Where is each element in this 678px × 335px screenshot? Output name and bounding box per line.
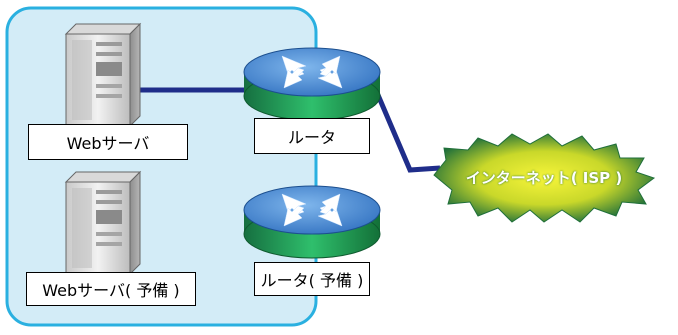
web-server-label: Webサーバ bbox=[28, 124, 188, 160]
internet-label: インターネット( ISP ) bbox=[465, 169, 623, 187]
web-server-backup-label: Webサーバ( 予備 ) bbox=[26, 272, 196, 306]
server-backup-icon bbox=[64, 170, 142, 276]
router-backup-icon bbox=[243, 185, 381, 259]
server-icon bbox=[64, 22, 142, 128]
internet-cloud-icon bbox=[433, 133, 656, 223]
router-icon bbox=[243, 47, 381, 121]
router-backup-label: ルータ( 予備 ) bbox=[254, 262, 370, 296]
router-label: ルータ bbox=[254, 118, 370, 154]
link-router-internet bbox=[375, 94, 441, 173]
